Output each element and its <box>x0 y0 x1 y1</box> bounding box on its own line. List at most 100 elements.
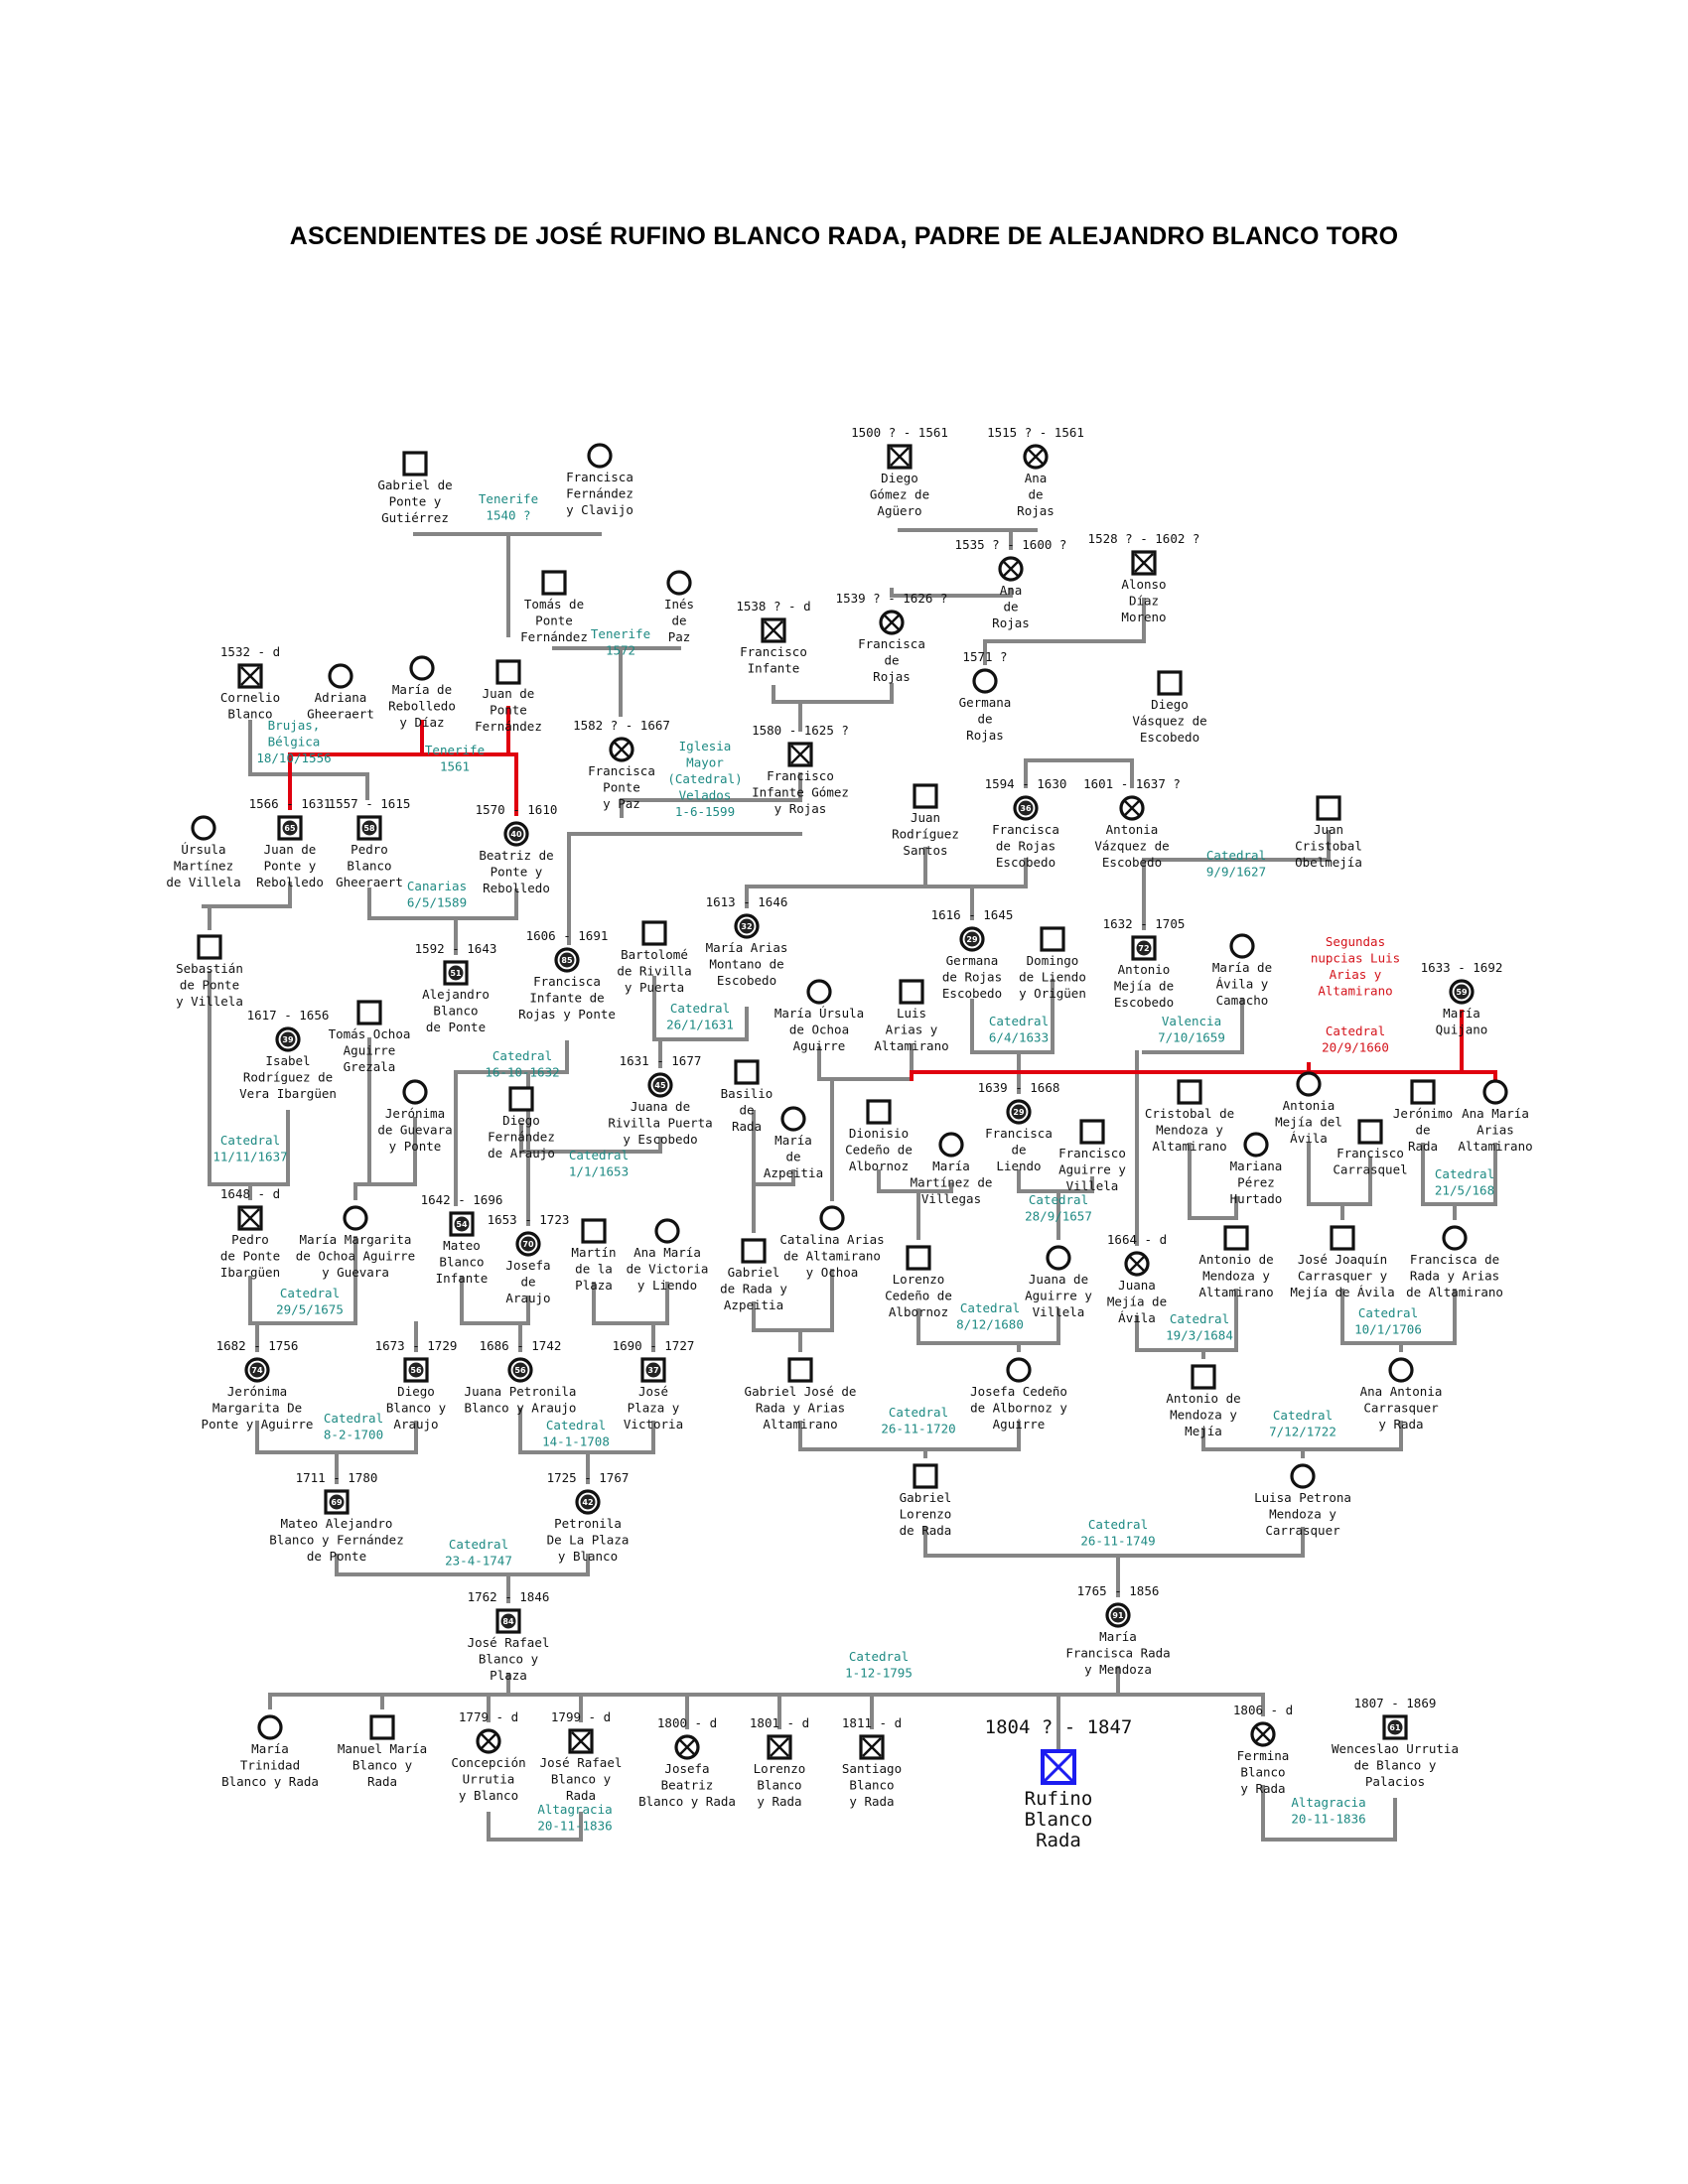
person-name-line: y Rada <box>1378 1417 1423 1432</box>
person-name-line: Rebolledo <box>483 881 550 895</box>
person-name-line: Catalina Arias <box>779 1232 884 1247</box>
person-name-line: Petronila <box>554 1516 622 1531</box>
person-name-line: Vera Ibargüen <box>239 1086 337 1101</box>
person-name-line: Úrsula <box>181 842 225 857</box>
male-symbol-icon <box>734 1059 760 1085</box>
